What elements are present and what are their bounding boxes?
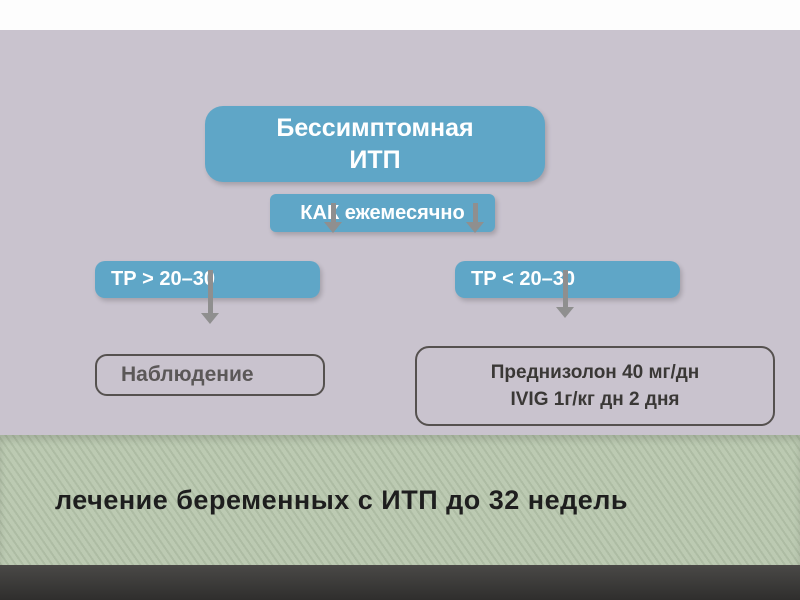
arrow-down-icon — [324, 203, 342, 233]
node-platelets-below-label: ТР < 20–30 — [471, 268, 575, 290]
node-asymptomatic-itp-line2: ИТП — [349, 146, 401, 174]
footer-band: лечение беременных с ИТП до 32 недель — [0, 435, 800, 565]
arrow-head — [324, 222, 342, 233]
arrow-line — [472, 203, 478, 222]
arrow-line — [562, 270, 568, 307]
node-treatment-line2: IVIG 1г/кг дн 2 дня — [510, 389, 680, 410]
node-observation-label: Наблюдение — [121, 363, 254, 386]
arrow-down-icon — [556, 270, 574, 318]
node-treatment-line1: Преднизолон 40 мг/дн — [490, 362, 700, 383]
node-observation: Наблюдение — [95, 354, 325, 396]
arrow-head — [466, 222, 484, 233]
arrow-head — [201, 313, 219, 324]
arrow-line — [330, 203, 336, 222]
flowchart-area: Бессимптомная ИТП КАК ежемесячно ТР > 20… — [0, 30, 800, 435]
arrow-line — [207, 270, 213, 313]
arrow-down-icon — [466, 203, 484, 233]
node-cbc-monthly: КАК ежемесячно — [270, 194, 495, 232]
node-platelets-above-label: ТР > 20–30 — [111, 268, 215, 290]
top-white-strip — [0, 0, 800, 30]
node-cbc-monthly-label: КАК ежемесячно — [300, 201, 465, 224]
node-platelets-below-20-30: ТР < 20–30 — [455, 261, 680, 298]
arrow-head — [556, 307, 574, 318]
node-asymptomatic-itp-line1: Бессимптомная — [276, 114, 474, 142]
node-asymptomatic-itp: Бессимптомная ИТП — [205, 106, 545, 182]
bottom-dark-strip — [0, 565, 800, 600]
slide-caption: лечение беременных с ИТП до 32 недель — [55, 485, 629, 515]
arrow-down-icon — [201, 270, 219, 324]
node-treatment: Преднизолон 40 мг/дн IVIG 1г/кг дн 2 дня — [415, 346, 775, 426]
